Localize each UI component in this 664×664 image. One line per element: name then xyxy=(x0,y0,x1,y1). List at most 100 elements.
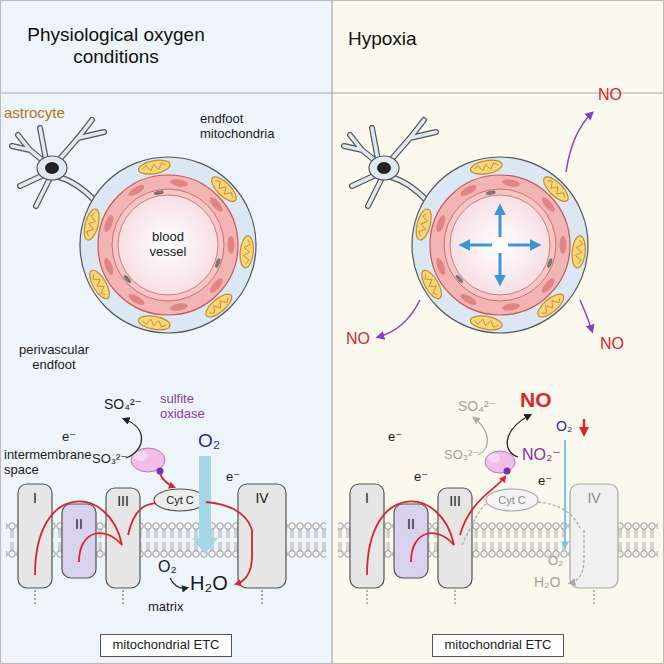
complex-box: IV xyxy=(570,484,618,588)
complex-box: III xyxy=(438,488,472,588)
etc-hypoxia xyxy=(504,468,511,475)
node-text: IV xyxy=(255,490,268,506)
etc-normoxia xyxy=(160,474,174,487)
node-text: Cyt C xyxy=(498,494,526,507)
node-text: I xyxy=(33,490,37,506)
etc-normoxia xyxy=(62,504,96,578)
astrocyte-figure xyxy=(12,120,256,333)
caption-box: mitochondrial ETC xyxy=(100,634,233,657)
astrocyte-figure xyxy=(344,120,588,333)
vessel-lumen: blood vessel xyxy=(118,215,218,275)
molecule-label: NO xyxy=(520,388,552,412)
panel-ground xyxy=(332,0,664,664)
no-release-arrow xyxy=(580,300,592,331)
etc-normoxia xyxy=(35,501,122,575)
etc-hypoxia xyxy=(570,530,584,583)
node-text: Hypoxia xyxy=(348,28,548,50)
electron-label: e⁻ xyxy=(538,474,552,489)
cytochrome-oval: Cyt C xyxy=(154,489,206,511)
region-label: matrix xyxy=(148,600,183,615)
node-text: mitochondrial ETC xyxy=(113,638,220,653)
panel-ground xyxy=(332,0,333,664)
molecule-label: SO₃²⁻ xyxy=(92,452,127,467)
electron-label: e⁻ xyxy=(62,430,76,445)
dilation-arrow xyxy=(499,207,502,237)
region-label: intermembrane space xyxy=(4,448,100,478)
etc-hypoxia xyxy=(538,502,580,528)
etc-hypoxia xyxy=(367,501,454,575)
complex-box: II xyxy=(62,504,96,578)
molecule-label: H₂O xyxy=(190,572,228,595)
etc-normoxia xyxy=(134,451,148,461)
etc-normoxia xyxy=(238,484,286,588)
molecule-label: O₂ xyxy=(158,558,177,576)
etc-hypoxia xyxy=(394,504,428,578)
etc-normoxia xyxy=(154,489,206,511)
etc-normoxia xyxy=(106,488,140,588)
dilation-arrow xyxy=(508,244,538,247)
electron-label: e⁻ xyxy=(388,430,402,445)
node-text: blood vessel xyxy=(136,230,200,260)
panel-ground xyxy=(0,0,332,664)
molecule-label: SO₄²⁻ xyxy=(458,398,496,414)
complex-box: III xyxy=(106,488,140,588)
molecule-label: SO₄²⁻ xyxy=(104,396,142,412)
node-text: sulfite oxidase xyxy=(160,392,226,422)
etc-normoxia xyxy=(170,578,187,588)
dilation-arrow xyxy=(462,244,492,247)
etc-hypoxia xyxy=(338,415,658,606)
etc-hypoxia xyxy=(462,504,486,545)
etc-normoxia xyxy=(157,468,164,475)
etc-hypoxia xyxy=(367,590,594,606)
molecule-label: NO₂⁻ xyxy=(522,446,561,464)
no-release-arrow xyxy=(378,300,420,337)
molecule-label: O₂ xyxy=(548,554,563,569)
etc-hypoxia xyxy=(564,440,566,547)
node-text: II xyxy=(407,516,415,532)
enzyme-blob: sulfite oxidase xyxy=(160,392,226,426)
molecule-label: O₂ xyxy=(556,418,572,434)
molecule-label: NO xyxy=(346,330,370,348)
node-text: III xyxy=(449,493,461,509)
etc-normoxia xyxy=(192,456,218,554)
cytochrome-oval: Cyt C xyxy=(486,489,538,511)
etc-hypoxia xyxy=(583,419,586,434)
complex-box: I xyxy=(18,484,52,588)
etc-hypoxia xyxy=(438,488,472,588)
etc-hypoxia xyxy=(570,484,618,588)
complex-box: II xyxy=(394,504,428,578)
cell-label: astrocyte xyxy=(4,104,65,121)
node-text: II xyxy=(75,516,83,532)
etc-hypoxia xyxy=(367,477,505,575)
electron-label: e⁻ xyxy=(226,470,240,485)
dilation-arrow xyxy=(462,207,538,283)
etc-hypoxia xyxy=(462,502,580,545)
etc-hypoxia xyxy=(485,451,515,473)
complex-box: IV xyxy=(238,484,286,588)
molecule-label: O₂ xyxy=(198,430,220,452)
molecule-label: SO₃²⁻ xyxy=(444,448,479,463)
etc-hypoxia xyxy=(488,454,500,463)
etc-normoxia xyxy=(35,590,36,606)
complex-box: I xyxy=(350,484,384,588)
node-text: Physiological oxygen conditions xyxy=(4,24,228,68)
molecule-label: NO xyxy=(598,86,622,104)
node-text: III xyxy=(117,493,129,509)
dilation-arrow xyxy=(499,253,502,283)
no-release-arrow xyxy=(566,113,592,172)
etc-hypoxia xyxy=(594,590,595,606)
node-text: mitochondrial ETC xyxy=(445,638,552,653)
molecule-label: NO xyxy=(600,335,624,353)
etc-normoxia xyxy=(79,533,122,562)
molecule-label: H₂O xyxy=(534,574,560,590)
part-label: perivascular endfoot xyxy=(4,343,104,373)
etc-hypoxia xyxy=(455,590,456,606)
electron-label: e⁻ xyxy=(414,470,428,485)
etc-hypoxia xyxy=(367,590,368,606)
caption-box: mitochondrial ETC xyxy=(432,634,565,657)
etc-normoxia xyxy=(262,590,263,606)
